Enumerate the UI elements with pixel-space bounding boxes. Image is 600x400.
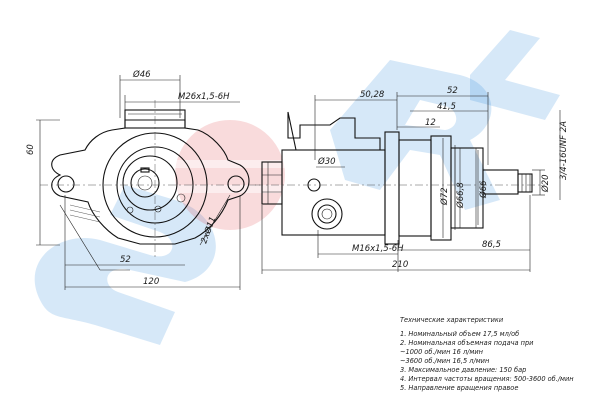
- dim-d210: 210: [392, 260, 408, 270]
- specs-title: Технические характеристики: [400, 316, 504, 324]
- dim-d60: 60: [26, 144, 36, 155]
- right-mount-hole: [227, 175, 245, 193]
- front-inner-circle: [122, 155, 178, 211]
- spec-line-1: 1. Номинальный объем 17,5 мл/об: [400, 330, 519, 338]
- side-shaft-thread: [517, 173, 533, 193]
- dim-thread-unf: 3/4-16UNF 2A: [559, 121, 569, 180]
- dim-thread-m26: M26x1,5-6H: [178, 92, 230, 102]
- front-shaft-key: [140, 167, 150, 173]
- front-shaft-circle: [130, 168, 160, 198]
- dim-d41-5: 41,5: [437, 102, 456, 112]
- dim-d120: 120: [143, 277, 159, 287]
- watermark: [34, 30, 560, 345]
- dim-thread-m16: M16x1,5-6H: [352, 244, 404, 254]
- front-hatch: [69, 204, 101, 223]
- watermark-letter-l: [470, 30, 560, 120]
- dim-d72: Ø72: [439, 187, 450, 206]
- side-outlet-port: [311, 198, 343, 230]
- spec-line-6: 4. Интервал частоты вращения: 500-3600 о…: [400, 375, 574, 383]
- front-shaft-core: [137, 175, 153, 191]
- spec-line-4: ~3600 об./мин 16,5 л/мин: [400, 357, 490, 365]
- spec-line-7: 5. Направление вращения правое: [400, 384, 518, 392]
- side-inlet: [261, 161, 283, 205]
- dim-d66: Ø66: [478, 180, 489, 199]
- spec-line-2: 2. Номинальная объемная подача при: [400, 339, 534, 347]
- dim-d50-28: 50,28: [360, 90, 385, 100]
- spec-line-5: 3. Максимальное давление: 150 бар: [400, 366, 526, 374]
- dim-r52: 52: [120, 255, 131, 265]
- dim-d30: Ø30: [317, 156, 336, 167]
- dim-d12: 12: [425, 118, 436, 128]
- front-flange-outline: [51, 119, 250, 245]
- dim-d20: Ø20: [540, 174, 551, 193]
- spec-line-3: ~1000 об./мин 16 л/мин: [400, 348, 484, 356]
- dim-d46: Ø46: [132, 69, 151, 80]
- front-view: [40, 100, 260, 260]
- watermark-letter-r: [330, 60, 500, 210]
- left-mount-hole: [57, 175, 75, 193]
- dim-d86-5: 86,5: [482, 240, 501, 250]
- dim-d52: 52: [447, 86, 458, 96]
- side-dimensions: 50,28 52 41,5 12 Ø30 Ø72 Ø66,8 Ø66 Ø20 3…: [261, 86, 569, 274]
- dim-d66-8: Ø66,8: [455, 182, 466, 209]
- specifications: Технические характеристики 1. Номинальны…: [400, 316, 574, 392]
- side-view: [255, 111, 545, 245]
